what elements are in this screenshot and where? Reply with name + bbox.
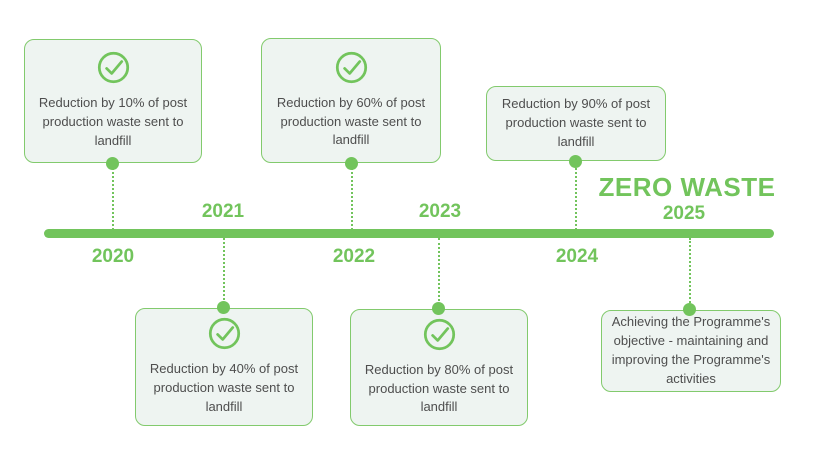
connector-line: [689, 238, 691, 310]
milestone-card-2025: Achieving the Programme's objective - ma…: [601, 310, 781, 392]
milestone-text: Achieving the Programme's objective - ma…: [611, 314, 771, 386]
check-circle-icon: [208, 317, 241, 350]
milestone-card-2020: Reduction by 10% of post production wast…: [24, 39, 202, 163]
year-label-2025: 2025: [662, 203, 706, 224]
connector-line: [112, 163, 114, 230]
connector-line: [575, 161, 577, 230]
milestone-text: Reduction by 10% of post production wast…: [38, 95, 188, 148]
timeline-dot: [217, 301, 230, 314]
milestone-text: Reduction by 80% of post production wast…: [364, 361, 514, 415]
milestone-text: Reduction by 40% of post production wast…: [149, 361, 299, 414]
connector-line: [438, 238, 440, 309]
timeline-dot: [345, 157, 358, 170]
check-circle-icon: [423, 318, 456, 351]
milestone-text: Reduction by 90% of post production wast…: [501, 96, 651, 149]
year-label-2020: 2020: [91, 246, 135, 267]
milestone-card-2022: Reduction by 60% of post production wast…: [261, 38, 441, 163]
milestone-card-2023: Reduction by 80% of post production wast…: [350, 309, 528, 426]
milestone-card-2024: Reduction by 90% of post production wast…: [486, 86, 666, 161]
year-label-2023: 2023: [418, 201, 462, 222]
check-circle-icon: [97, 51, 130, 84]
milestone-text: Reduction by 60% of post production wast…: [276, 94, 426, 148]
connector-line: [223, 238, 225, 308]
check-circle-icon: [335, 51, 368, 84]
year-label-2024: 2024: [555, 246, 599, 267]
timeline-dot: [432, 302, 445, 315]
timeline-dot: [106, 157, 119, 170]
page-title: ZERO WASTE: [598, 172, 776, 202]
milestone-card-2021: Reduction by 40% of post production wast…: [135, 308, 313, 426]
timeline-bar: [44, 229, 774, 238]
connector-line: [351, 163, 353, 230]
timeline-dot: [683, 303, 696, 316]
year-label-2021: 2021: [201, 201, 245, 222]
timeline-dot: [569, 155, 582, 168]
year-label-2022: 2022: [332, 246, 376, 267]
